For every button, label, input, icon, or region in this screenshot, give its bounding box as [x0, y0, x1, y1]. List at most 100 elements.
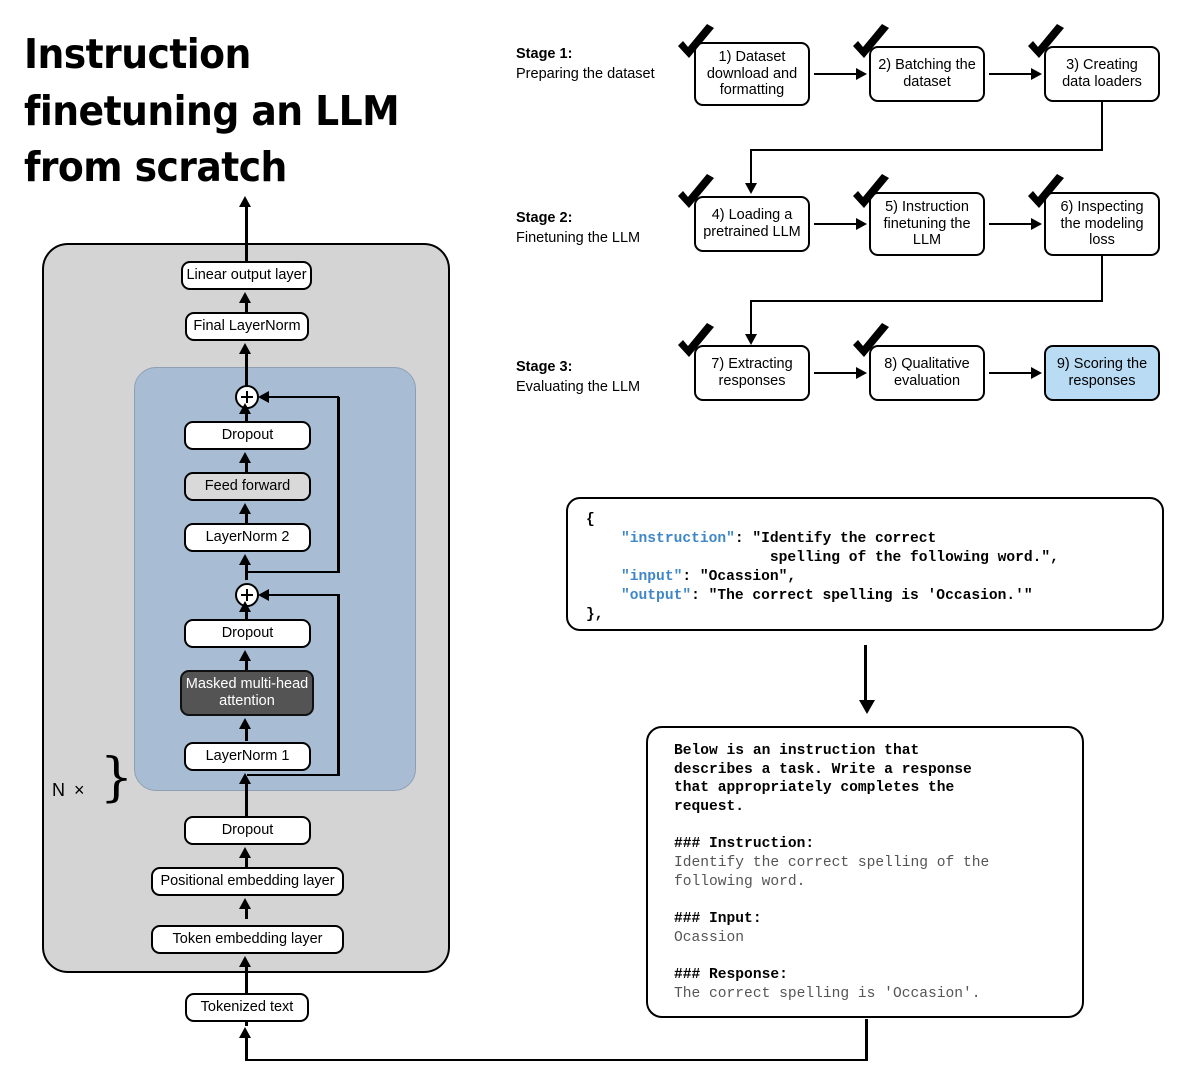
block-positional-embedding-layer: Positional embedding layer: [151, 867, 344, 896]
arrow-pos-to-dropbot-head: [239, 847, 252, 858]
stage-3-subtitle: Evaluating the LLM: [516, 378, 641, 395]
stage-2-subtitle: Finetuning the LLM: [516, 229, 641, 246]
arrow-pos-to-dropbot-line: [245, 856, 248, 868]
arrow-block-to-finalln-line: [245, 352, 248, 395]
arrow-1-to-2-line: [814, 72, 858, 76]
step-box-3[interactable]: 3) Creating data loaders: [1044, 46, 1160, 102]
step-box-6[interactable]: 6) Inspecting the modeling loss: [1044, 192, 1160, 256]
block-masked-multi-head-attention: Masked multi-head attention: [180, 670, 314, 716]
arrow-ff-to-dropout-head: [239, 452, 252, 463]
connector-1-2-hline: [750, 149, 1103, 151]
arrow-2-to-3-head: [1031, 68, 1042, 81]
json-line-close: },: [586, 606, 604, 623]
prompt-template-text: Below is an instruction that describes a…: [674, 742, 989, 1003]
arrow-5-to-6-line: [989, 222, 1033, 226]
arrow-ln1-to-attn-line: [245, 727, 248, 741]
step-box-4[interactable]: 4) Loading a pretrained LLM: [694, 196, 810, 252]
feedback-loop-vline-left: [245, 1036, 248, 1061]
repeat-brace-icon: }: [100, 748, 134, 808]
feedback-loop-hline: [245, 1058, 867, 1062]
arrow-tok-to-pos-line: [245, 907, 248, 919]
residual-top-vline: [337, 397, 340, 573]
prompt-response-body: The correct spelling is 'Occasion'.: [674, 985, 981, 1002]
arrow-4-to-5-line: [814, 222, 858, 226]
arrow-2-to-3-line: [989, 72, 1033, 76]
block-dropout-top: Dropout: [184, 421, 311, 450]
arrow-8-to-9-head: [1031, 367, 1042, 380]
prompt-instruction-body: Identify the correct spelling of the fol…: [674, 855, 990, 890]
feedback-loop-vline-right: [865, 1019, 868, 1061]
arrow-dropout-mid-line: [245, 607, 248, 619]
block-dropout-mid: Dropout: [184, 619, 311, 648]
arrow-attn-to-dropout-head: [239, 650, 252, 661]
block-linear-output-layer: Linear output layer: [181, 261, 312, 290]
prompt-input-header: ### Input:: [674, 911, 762, 928]
residual-top-hline-bottom: [247, 570, 339, 574]
arrow-8-to-9-line: [989, 371, 1033, 375]
arrow-attn-to-dropout-line: [245, 659, 248, 671]
arrow-dropout-top-head: [239, 403, 252, 414]
prompt-template-panel: Below is an instruction that describes a…: [646, 726, 1084, 1018]
arrow-feedback-head: [239, 1027, 252, 1038]
arrow-json-to-prompt-head: [858, 700, 875, 714]
block-tokenized-text: Tokenized text: [185, 993, 309, 1022]
arrow-dropbot-to-ln1-line: [245, 784, 248, 816]
arrow-5-to-6-head: [1031, 218, 1042, 231]
json-key-instruction: "instruction": [621, 530, 735, 547]
arrow-json-to-prompt-line: [864, 645, 867, 703]
stage-3-label: Stage 3: Evaluating the LLM: [516, 358, 640, 397]
arrow-4-to-5-head: [856, 218, 867, 231]
residual-mid-hline-in: [268, 593, 339, 597]
arrow-7-to-8-head: [856, 367, 867, 380]
stage-1-name: Stage 1:: [516, 46, 573, 62]
arrow-1-to-2-head: [856, 68, 867, 81]
stage-1-subtitle: Preparing the dataset: [516, 65, 655, 82]
arrow-output-line: [245, 205, 248, 263]
step-box-8[interactable]: 8) Qualitative evaluation: [869, 345, 985, 401]
arrow-dropout-mid-head: [239, 601, 252, 612]
residual-mid-hline-bottom: [247, 773, 339, 777]
json-line-open: {: [586, 512, 595, 528]
connector-1-2-vline-right: [1101, 102, 1103, 150]
page-title: Instruction finetuning an LLM from scrat…: [24, 30, 400, 192]
arrow-ln2-to-ff-line: [245, 512, 248, 524]
step-box-1[interactable]: 1) Dataset download and formatting: [694, 42, 810, 106]
arrow-tok-to-pos-head: [239, 898, 252, 909]
connector-2-3-hline: [750, 300, 1103, 302]
arrow-block-to-finalln-head: [239, 343, 252, 354]
block-dropout-bottom: Dropout: [184, 816, 311, 845]
connector-2-3-vline-right: [1101, 256, 1103, 302]
prompt-response-header: ### Response:: [674, 967, 788, 984]
arrow-finalln-to-linear-head: [239, 292, 252, 303]
json-sample-panel: { "instruction": "Identify the correct s…: [566, 497, 1164, 631]
step-box-7[interactable]: 7) Extracting responses: [694, 345, 810, 401]
block-token-embedding-layer: Token embedding layer: [151, 925, 344, 954]
connector-1-2-vline-left: [750, 149, 752, 187]
connector-1-2-arrowhead: [745, 183, 758, 194]
step-box-2[interactable]: 2) Batching the dataset: [869, 46, 985, 102]
stage-3-name: Stage 3:: [516, 359, 573, 375]
json-key-output: "output": [621, 587, 692, 604]
step-box-5[interactable]: 5) Instruction finetuning the LLM: [869, 192, 985, 256]
connector-2-3-vline-left: [750, 300, 752, 338]
stage-2-name: Stage 2:: [516, 210, 573, 226]
step-box-9[interactable]: 9) Scoring the responses: [1044, 345, 1160, 401]
arrow-tokenized-to-token-head: [239, 956, 252, 967]
residual-mid-vline: [337, 594, 340, 776]
arrow-finalln-to-linear-line: [245, 301, 248, 320]
arrow-ff-to-dropout-line: [245, 461, 248, 473]
arrow-output-head: [239, 196, 252, 207]
connector-2-3-arrowhead: [745, 334, 758, 345]
residual-top-arrowhead: [258, 391, 269, 404]
residual-top-hline-in: [268, 395, 339, 399]
json-key-input: "input": [621, 568, 683, 585]
arrow-7-to-8-line: [814, 371, 858, 375]
arrow-tokenized-to-token-line2: [245, 965, 248, 995]
stage-1-label: Stage 1: Preparing the dataset: [516, 45, 655, 84]
block-feed-forward: Feed forward: [184, 472, 311, 501]
block-final-layernorm: Final LayerNorm: [185, 312, 309, 341]
arrow-ln2-to-ff-head: [239, 503, 252, 514]
prompt-preamble: Below is an instruction that describes a…: [674, 743, 972, 816]
prompt-input-body: Ocassion: [674, 929, 745, 946]
block-layernorm-2: LayerNorm 2: [184, 523, 311, 552]
